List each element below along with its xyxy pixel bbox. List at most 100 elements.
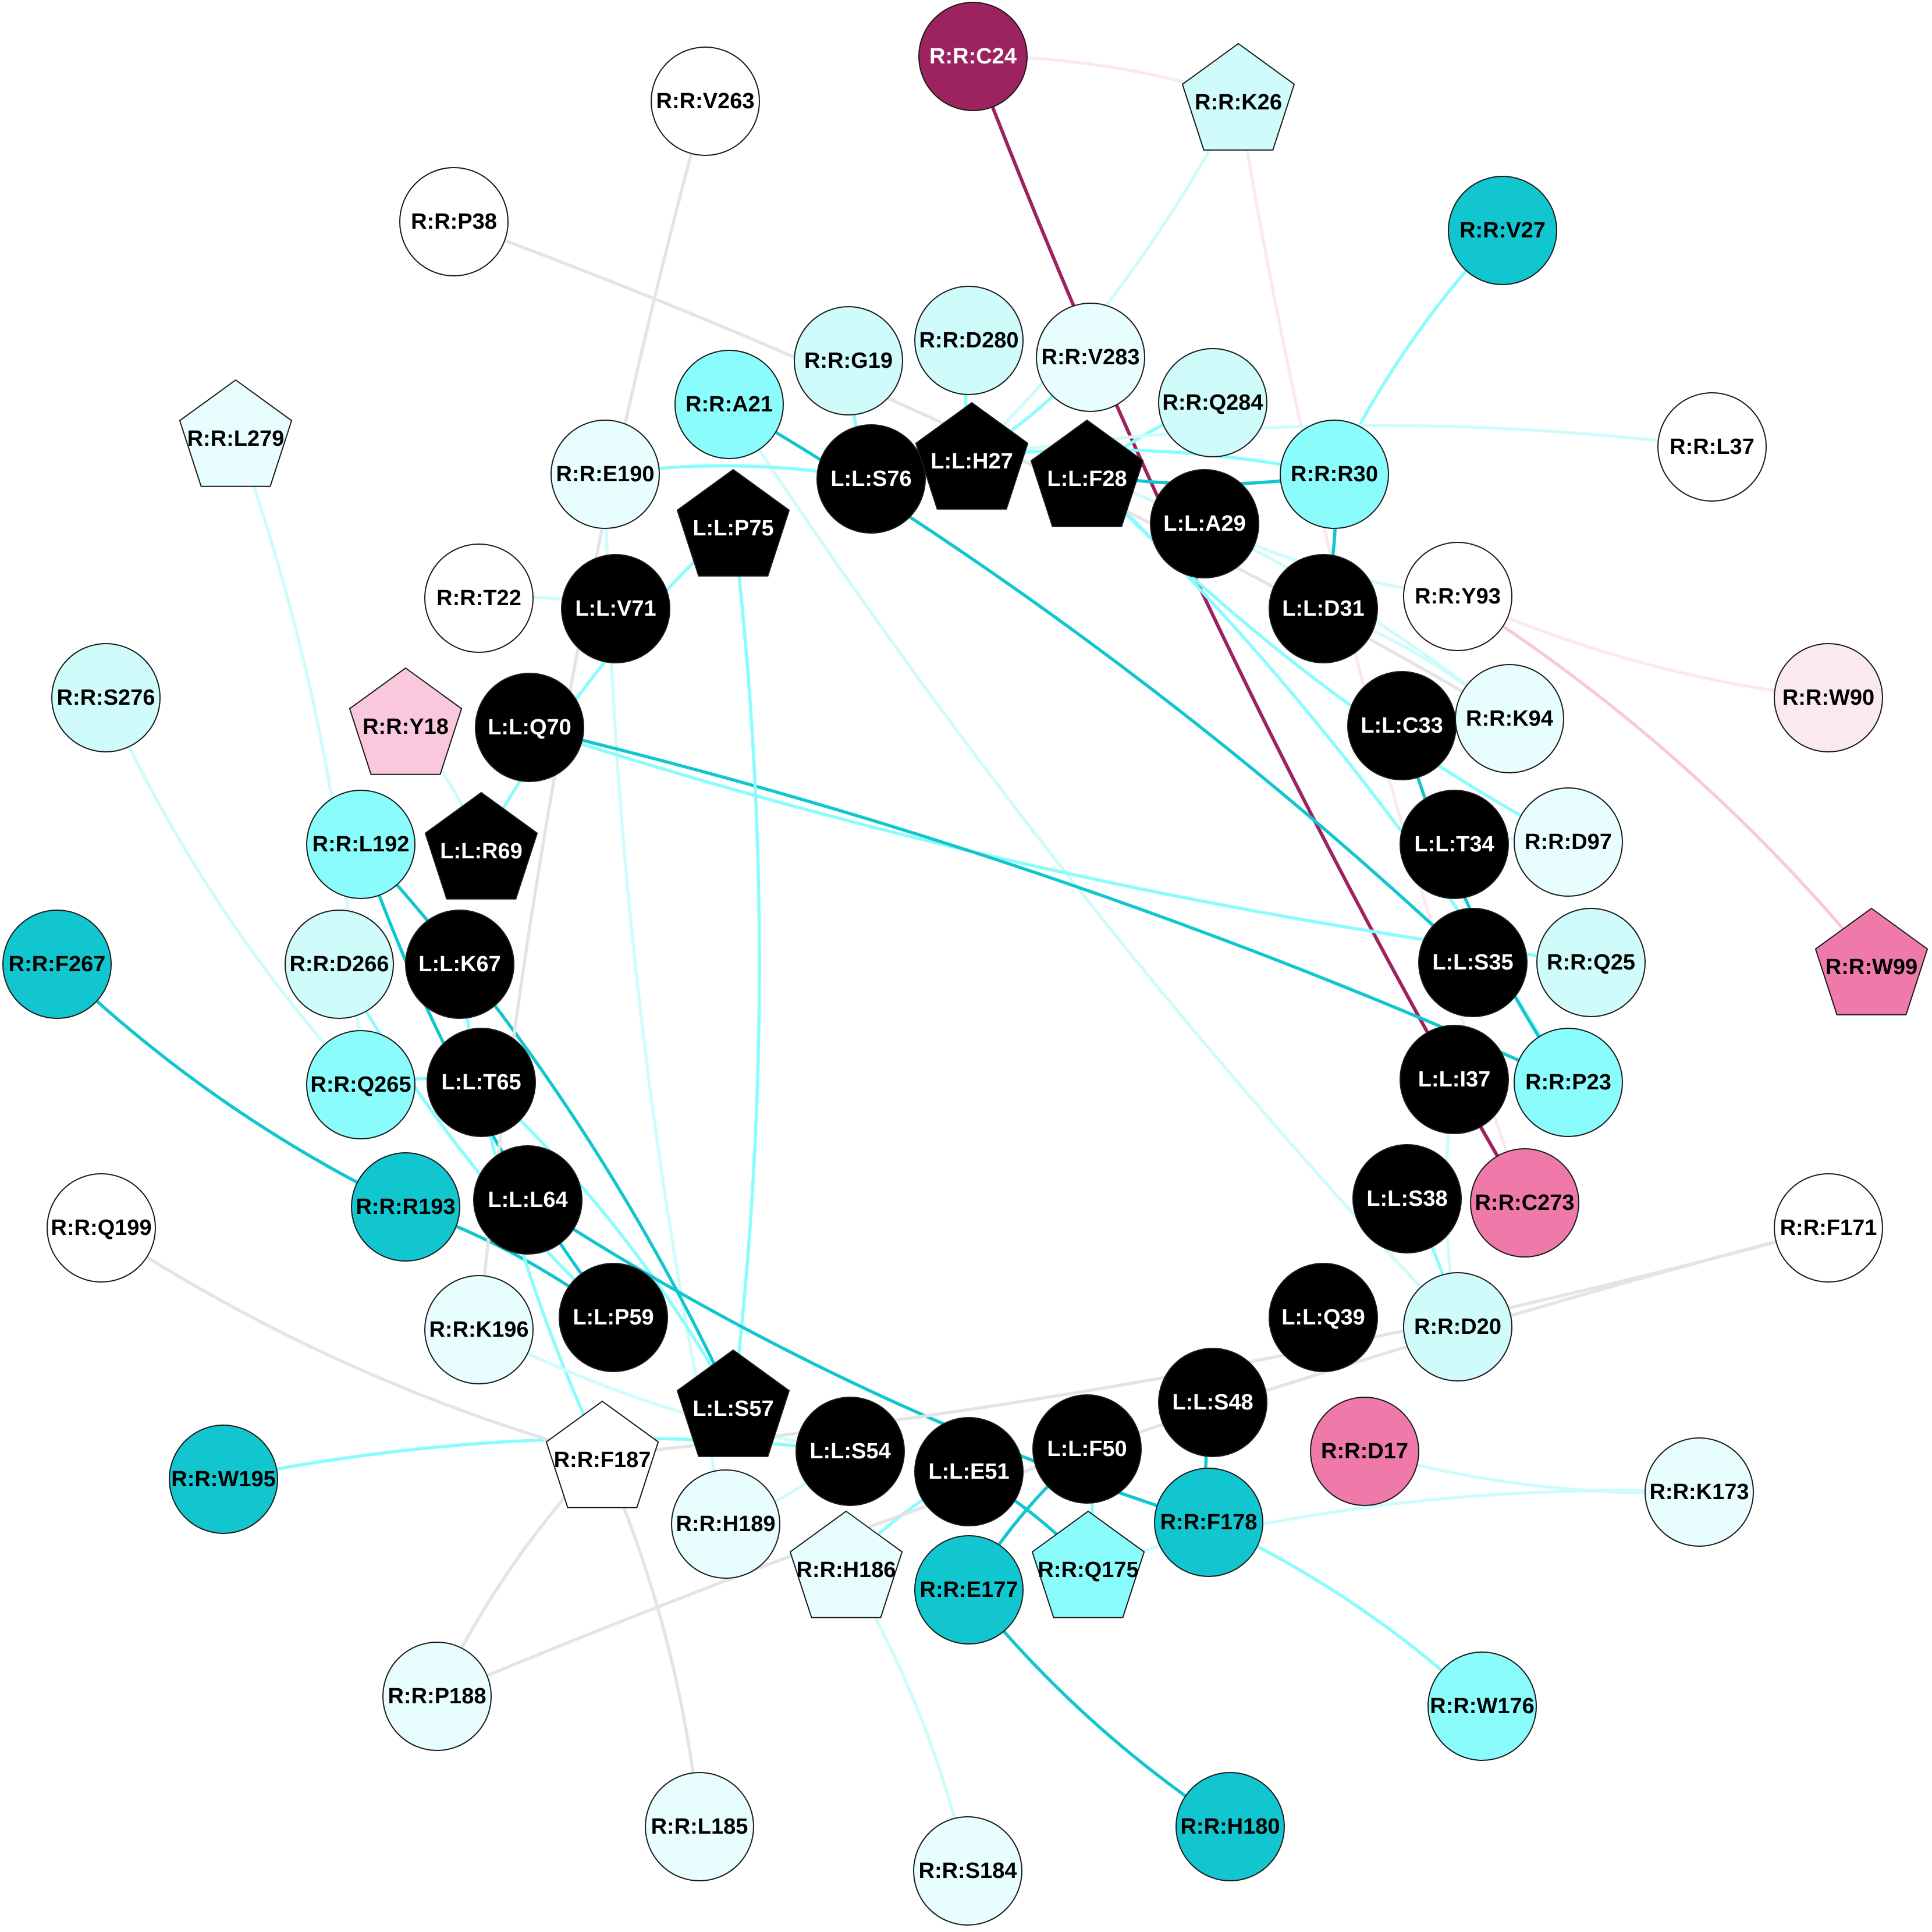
node-shape-circle: [1470, 1148, 1579, 1258]
node-l-l-v71[interactable]: L:L:V71: [561, 554, 670, 663]
node-l-l-p75[interactable]: L:L:P75: [676, 468, 790, 577]
node-label: R:R:V263: [656, 89, 755, 113]
node-label: R:R:K26: [1195, 90, 1282, 115]
node-l-l-f50[interactable]: L:L:F50: [1032, 1394, 1142, 1504]
node-r-r-k26[interactable]: R:R:K26: [1181, 42, 1295, 151]
node-shape-circle: [1514, 787, 1623, 897]
node-label: L:L:Q39: [1281, 1305, 1365, 1330]
node-l-l-s54[interactable]: L:L:S54: [795, 1397, 905, 1506]
node-r-r-l192[interactable]: R:R:L192: [306, 790, 415, 899]
node-l-l-q70[interactable]: L:L:Q70: [475, 673, 584, 782]
node-r-r-h186[interactable]: R:R:H186: [789, 1510, 903, 1618]
node-r-r-d17[interactable]: R:R:D17: [1310, 1397, 1419, 1506]
node-l-l-c33[interactable]: L:L:C33: [1347, 671, 1457, 780]
node-r-r-y18[interactable]: R:R:Y18: [349, 667, 463, 775]
node-r-r-w90[interactable]: R:R:W90: [1774, 643, 1883, 752]
node-r-r-w99[interactable]: R:R:W99: [1814, 907, 1929, 1015]
node-r-r-v263[interactable]: R:R:V263: [651, 47, 760, 156]
node-r-r-p188[interactable]: R:R:P188: [382, 1642, 492, 1751]
node-shape-circle: [399, 167, 509, 276]
node-l-l-h27[interactable]: L:L:H27: [915, 402, 1029, 510]
node-r-r-y93[interactable]: R:R:Y93: [1403, 542, 1512, 651]
node-l-l-q39[interactable]: L:L:Q39: [1269, 1263, 1378, 1372]
node-shape-circle: [169, 1425, 278, 1534]
node-shape-circle: [427, 1028, 536, 1137]
node-shape-circle: [1455, 664, 1564, 773]
node-r-r-l185[interactable]: R:R:L185: [645, 1772, 754, 1881]
node-l-l-a29[interactable]: L:L:A29: [1150, 469, 1259, 578]
node-l-l-p59[interactable]: L:L:P59: [559, 1263, 668, 1372]
node-r-r-h180[interactable]: R:R:H180: [1175, 1772, 1285, 1881]
node-r-r-c24[interactable]: R:R:C24: [918, 2, 1028, 111]
node-r-r-s276[interactable]: R:R:S276: [51, 643, 161, 752]
node-l-l-s38[interactable]: L:L:S38: [1352, 1144, 1462, 1253]
node-r-r-c273[interactable]: R:R:C273: [1470, 1148, 1579, 1258]
node-label: R:R:G19: [804, 349, 893, 373]
node-l-l-s57[interactable]: L:L:S57: [676, 1349, 790, 1457]
node-label: L:L:T34: [1414, 832, 1494, 857]
node-label: R:R:F187: [554, 1448, 651, 1472]
node-r-r-f178[interactable]: R:R:F178: [1154, 1468, 1263, 1577]
node-r-r-q175[interactable]: R:R:Q175: [1031, 1510, 1145, 1618]
node-l-l-t34[interactable]: L:L:T34: [1400, 790, 1509, 899]
node-l-l-f28[interactable]: L:L:F28: [1030, 419, 1144, 527]
node-label: L:L:K67: [418, 952, 500, 976]
node-shape-circle: [1774, 1173, 1883, 1283]
node-shape-circle: [671, 1469, 780, 1579]
node-r-r-a21[interactable]: R:R:A21: [674, 350, 784, 459]
node-l-l-s76[interactable]: L:L:S76: [816, 424, 926, 534]
node-label: L:L:S38: [1366, 1187, 1447, 1211]
node-r-r-r193[interactable]: R:R:R193: [351, 1152, 460, 1262]
node-label: R:R:L37: [1670, 435, 1755, 459]
node-label: R:R:D20: [1414, 1315, 1501, 1339]
node-shape-circle: [559, 1263, 668, 1372]
node-r-r-d20[interactable]: R:R:D20: [1403, 1272, 1512, 1381]
node-r-r-p38[interactable]: R:R:P38: [399, 167, 509, 276]
node-r-r-q25[interactable]: R:R:Q25: [1536, 908, 1646, 1017]
node-r-r-k173[interactable]: R:R:K173: [1645, 1437, 1754, 1547]
node-shape-circle: [1158, 348, 1267, 457]
node-r-r-g19[interactable]: R:R:G19: [794, 306, 903, 415]
node-r-r-f267[interactable]: R:R:F267: [2, 910, 112, 1019]
node-label: R:R:D266: [289, 952, 389, 976]
node-r-r-l279[interactable]: R:R:L279: [179, 379, 293, 487]
node-l-l-d31[interactable]: L:L:D31: [1269, 554, 1378, 663]
node-r-r-q265[interactable]: R:R:Q265: [306, 1030, 415, 1139]
node-shape-circle: [1269, 554, 1378, 663]
node-l-l-s48[interactable]: L:L:S48: [1158, 1348, 1267, 1457]
node-label: R:R:W176: [1430, 1694, 1534, 1718]
node-r-r-h189[interactable]: R:R:H189: [671, 1469, 780, 1579]
node-r-r-q199[interactable]: R:R:Q199: [47, 1173, 156, 1283]
node-r-r-k94[interactable]: R:R:K94: [1455, 664, 1564, 773]
node-l-l-e51[interactable]: L:L:E51: [914, 1417, 1024, 1526]
node-r-r-l37[interactable]: R:R:L37: [1657, 392, 1767, 502]
node-r-r-w176[interactable]: R:R:W176: [1427, 1652, 1537, 1761]
node-l-l-l64[interactable]: L:L:L64: [473, 1145, 583, 1255]
node-r-r-d266[interactable]: R:R:D266: [285, 910, 394, 1019]
node-r-r-w195[interactable]: R:R:W195: [169, 1425, 278, 1534]
node-r-r-f187[interactable]: R:R:F187: [545, 1400, 659, 1508]
node-l-l-k67[interactable]: L:L:K67: [405, 910, 514, 1019]
node-r-r-d97[interactable]: R:R:D97: [1514, 787, 1623, 897]
node-l-l-t65[interactable]: L:L:T65: [427, 1028, 536, 1137]
node-r-r-e190[interactable]: R:R:E190: [551, 420, 660, 529]
node-label: R:R:E177: [920, 1578, 1018, 1602]
node-r-r-s184[interactable]: R:R:S184: [913, 1816, 1022, 1926]
node-l-l-r69[interactable]: L:L:R69: [424, 791, 538, 900]
node-r-r-r30[interactable]: R:R:R30: [1280, 420, 1389, 529]
node-l-l-i37[interactable]: L:L:I37: [1400, 1025, 1509, 1134]
node-r-r-k196[interactable]: R:R:K196: [424, 1275, 534, 1384]
node-r-r-p23[interactable]: R:R:P23: [1514, 1028, 1623, 1137]
node-r-r-f171[interactable]: R:R:F171: [1774, 1173, 1883, 1283]
node-shape-circle: [816, 424, 926, 534]
node-shape-circle: [51, 643, 161, 752]
node-r-r-t22[interactable]: R:R:T22: [424, 544, 534, 653]
node-r-r-d280[interactable]: R:R:D280: [914, 286, 1024, 395]
node-r-r-v27[interactable]: R:R:V27: [1448, 176, 1557, 285]
node-r-r-q284[interactable]: R:R:Q284: [1158, 348, 1267, 457]
node-r-r-v283[interactable]: R:R:V283: [1036, 303, 1145, 412]
node-r-r-e177[interactable]: R:R:E177: [914, 1535, 1024, 1645]
node-l-l-s35[interactable]: L:L:S35: [1418, 908, 1528, 1017]
